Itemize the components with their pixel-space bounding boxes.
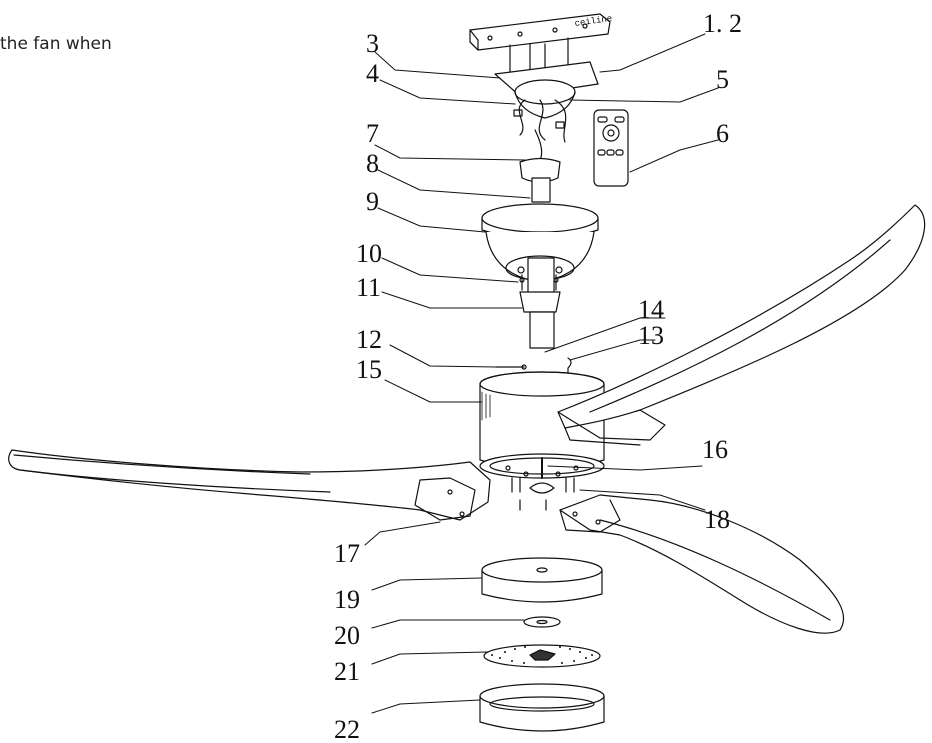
leader-lines	[364, 33, 719, 714]
callout-16: 16	[702, 435, 728, 464]
motor-shroud	[519, 257, 561, 349]
light-housing	[481, 557, 603, 603]
callout-17: 17	[334, 539, 360, 568]
callout-5: 5	[716, 65, 729, 94]
callout-8: 8	[366, 149, 379, 178]
callout-22: 22	[334, 715, 360, 743]
glass-cover	[479, 683, 605, 732]
callout-1-2: 1. 2	[703, 9, 742, 38]
callout-15: 15	[356, 355, 382, 384]
callout-19: 19	[334, 585, 360, 614]
pin-and-clip	[495, 357, 572, 379]
intro-text: the fan when	[0, 34, 112, 54]
blade-left	[8, 449, 491, 521]
blade-lower-right	[559, 494, 845, 634]
callout-4: 4	[366, 59, 379, 88]
callout-18: 18	[704, 505, 730, 534]
callout-11: 11	[356, 273, 381, 302]
led-board	[483, 644, 601, 668]
callout-21: 21	[334, 657, 360, 686]
blade-right	[557, 204, 926, 446]
callout-13: 13	[638, 321, 664, 350]
callout-6: 6	[716, 119, 729, 148]
callout-7: 7	[366, 119, 379, 148]
remote-control	[593, 109, 629, 187]
downrod-ball	[519, 157, 561, 203]
washer	[523, 616, 561, 628]
callout-10: 10	[356, 239, 382, 268]
callout-3: 3	[366, 29, 379, 58]
callout-20: 20	[334, 621, 360, 650]
canopy-wiring	[494, 61, 599, 161]
callout-9: 9	[366, 187, 379, 216]
callout-labels: 1. 2 3 4 5 6 7 8 9 10 11 12 13 14 15 16 …	[334, 9, 742, 743]
motor-housing	[479, 371, 605, 511]
callout-12: 12	[356, 325, 382, 354]
callout-14: 14	[638, 295, 664, 324]
